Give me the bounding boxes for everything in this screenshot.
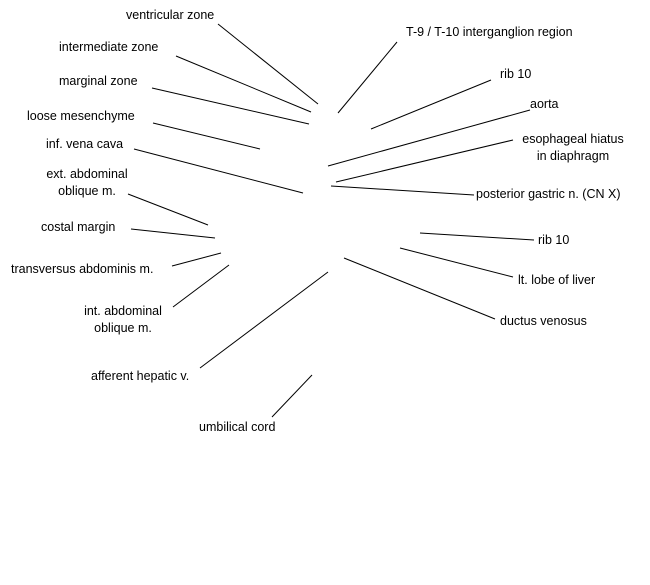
label-esophageal-hiatus: esophageal hiatus in diaphragm — [522, 132, 624, 163]
label-transversus-abdominis: transversus abdominis m. — [11, 262, 154, 276]
label-loose-mesenchyme: loose mesenchyme — [27, 109, 135, 123]
leader-rib-10-upper — [370, 79, 492, 130]
leader-posterior-gastric-n — [330, 185, 475, 196]
leader-loose-mesenchyme — [152, 122, 261, 150]
leader-ductus-venosus — [343, 257, 496, 320]
leader-aorta — [327, 109, 531, 167]
leader-transversus-abdominis — [171, 252, 222, 267]
leader-int-abdominal-oblique — [172, 264, 230, 308]
leader-rib-10-lower — [419, 232, 535, 241]
label-t9-t10-region: T-9 / T-10 interganglion region — [406, 25, 573, 39]
leader-ventricular-zone — [217, 23, 319, 105]
leader-costal-margin — [130, 228, 216, 239]
leader-intermediate-zone — [175, 55, 312, 113]
leader-inf-vena-cava — [133, 148, 304, 194]
label-rib-10-lower: rib 10 — [538, 233, 570, 247]
leader-ext-abdominal-oblique — [127, 193, 209, 226]
label-int-abdominal-oblique: int. abdominal oblique m. — [84, 304, 162, 335]
label-costal-margin: costal margin — [41, 220, 116, 234]
leader-lt-lobe-liver — [399, 247, 514, 278]
label-rib-10-upper: rib 10 — [500, 67, 532, 81]
label-aorta: aorta — [530, 97, 559, 111]
label-inf-vena-cava: inf. vena cava — [46, 137, 124, 151]
leader-umbilical-cord — [271, 374, 313, 418]
leader-afferent-hepatic-v — [199, 271, 329, 369]
leader-esophageal-hiatus — [335, 139, 514, 183]
label-ventricular-zone: ventricular zone — [126, 8, 215, 22]
label-lt-lobe-liver: lt. lobe of liver — [518, 273, 596, 287]
label-intermediate-zone: intermediate zone — [59, 40, 159, 54]
leader-marginal-zone — [151, 87, 310, 125]
leader-t9-t10-region — [337, 41, 398, 114]
label-posterior-gastric-n: posterior gastric n. (CN X) — [476, 187, 621, 201]
label-afferent-hepatic-v: afferent hepatic v. — [91, 369, 190, 383]
label-ductus-venosus: ductus venosus — [500, 314, 587, 328]
label-ext-abdominal-oblique: ext. abdominal oblique m. — [46, 167, 128, 198]
label-umbilical-cord: umbilical cord — [199, 420, 276, 434]
label-marginal-zone: marginal zone — [59, 74, 138, 88]
